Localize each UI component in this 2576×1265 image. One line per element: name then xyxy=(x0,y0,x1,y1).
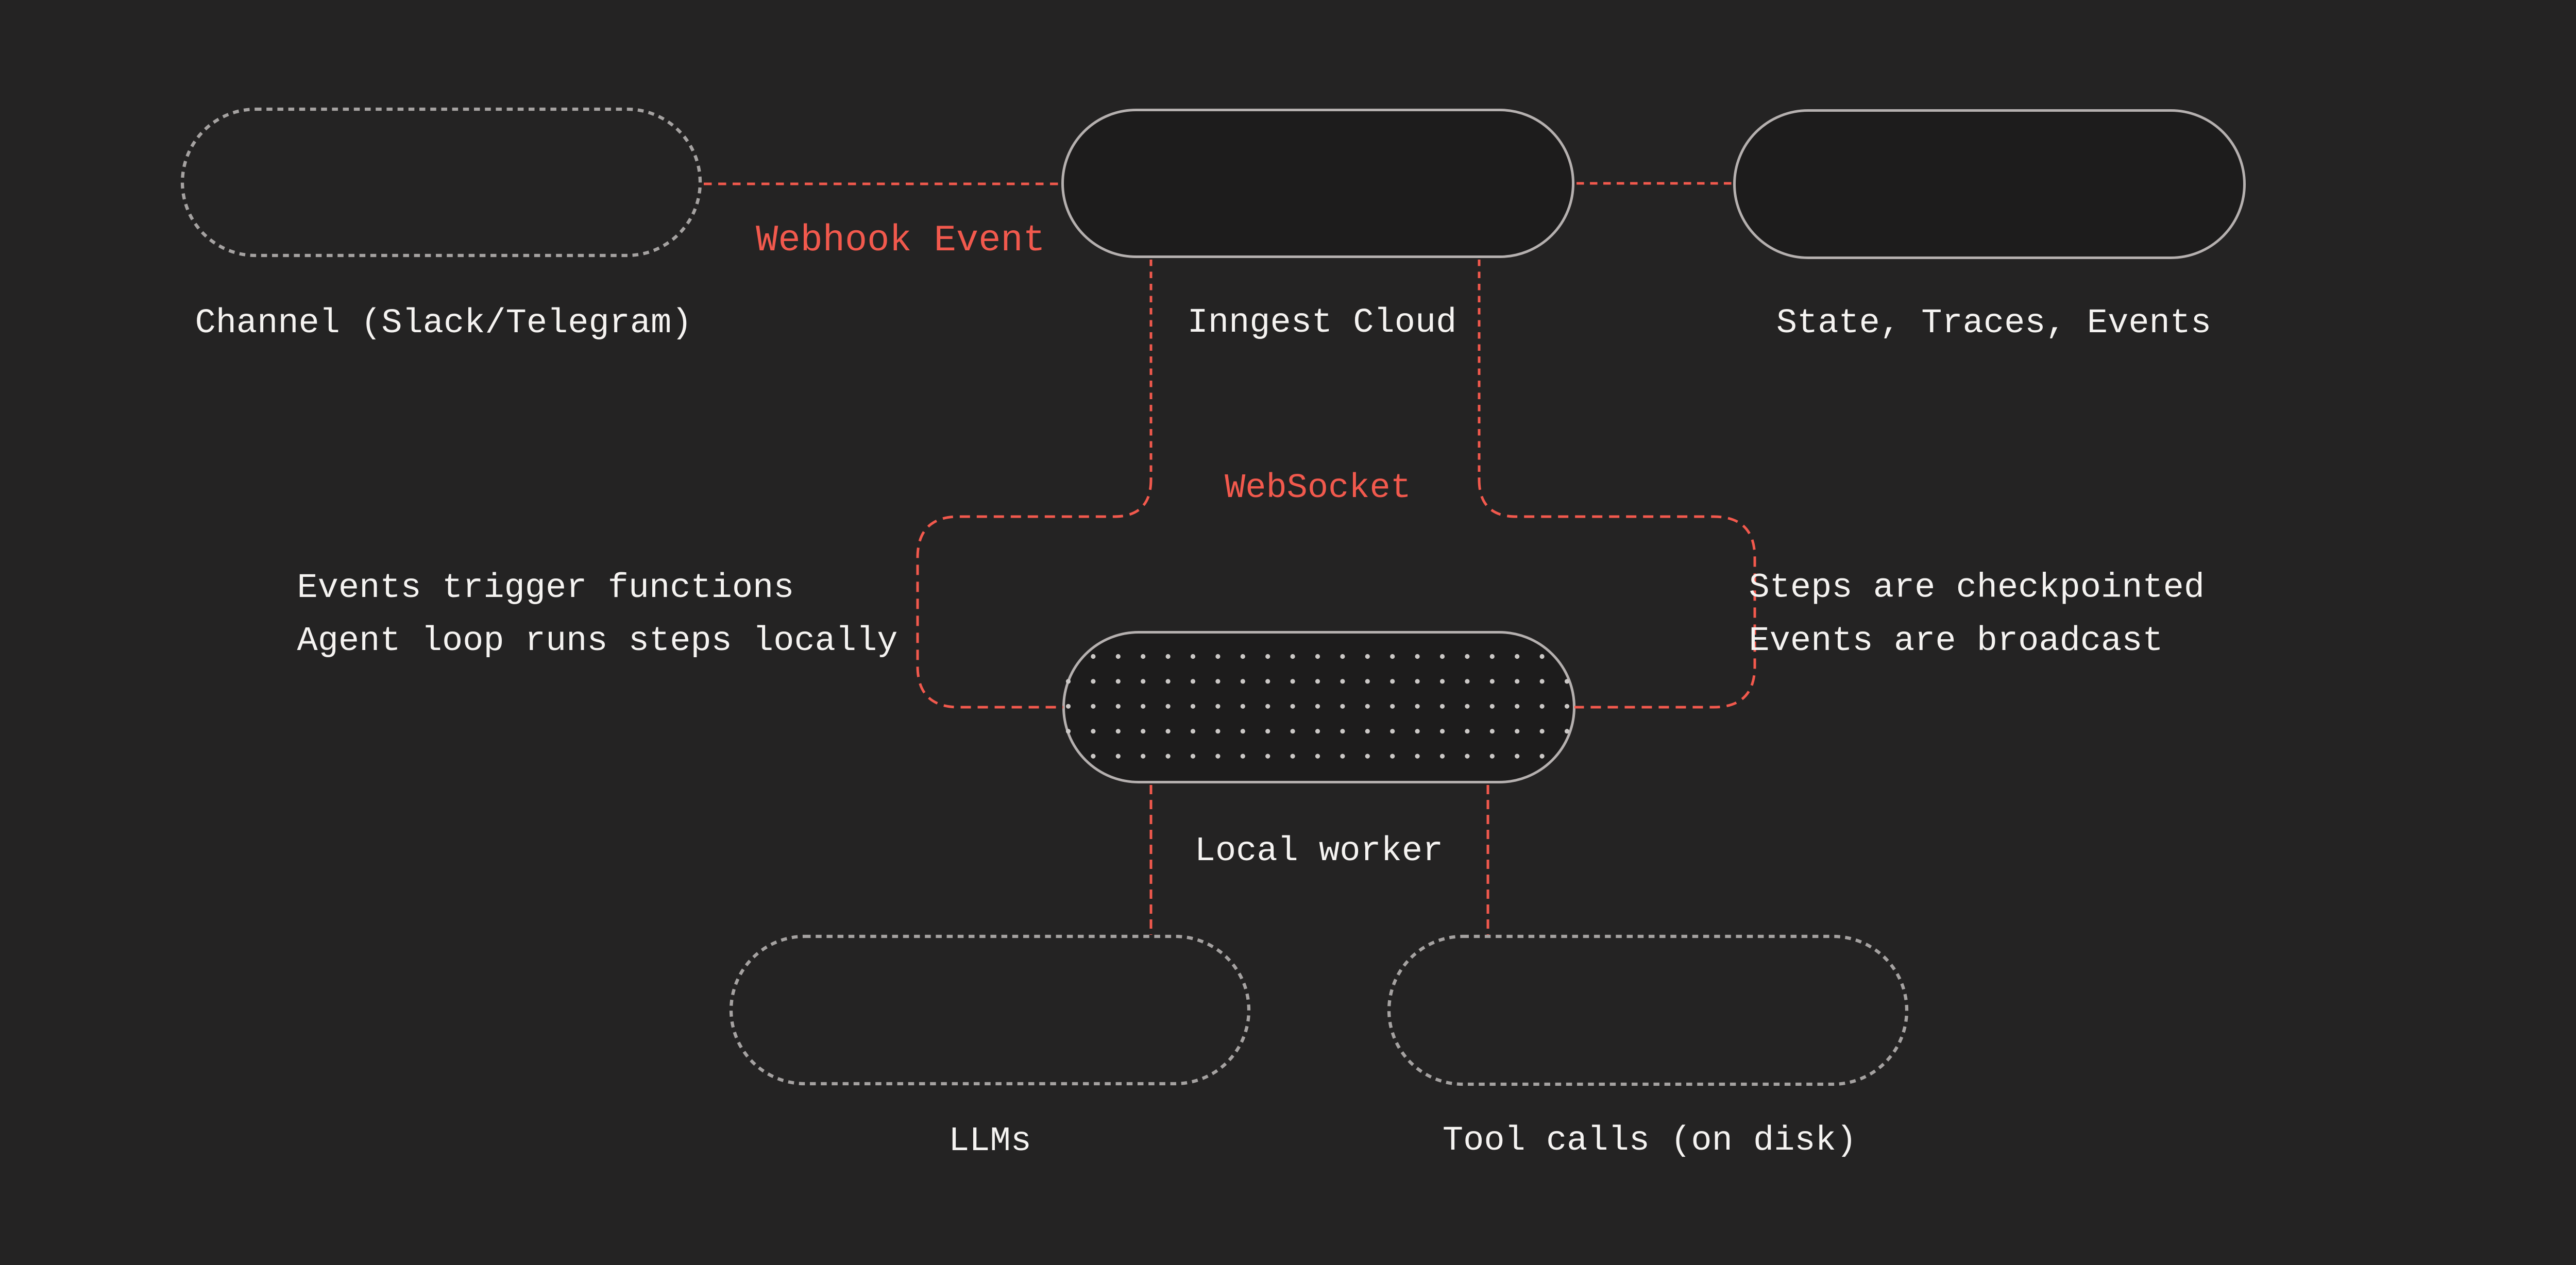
svg-text:Steps are checkpointed: Steps are checkpointed xyxy=(1749,569,2205,608)
svg-text:Agent loop runs steps locally: Agent loop runs steps locally xyxy=(297,622,898,661)
svg-text:Local worker: Local worker xyxy=(1195,832,1443,871)
svg-text:WebSocket: WebSocket xyxy=(1225,469,1411,508)
svg-text:Tool calls (on disk): Tool calls (on disk) xyxy=(1443,1121,1857,1160)
svg-text:Channel (Slack/Telegram): Channel (Slack/Telegram) xyxy=(195,304,692,343)
svg-text:Events are broadcast: Events are broadcast xyxy=(1749,622,2163,661)
svg-text:Inngest Cloud: Inngest Cloud xyxy=(1188,303,1457,343)
svg-text:LLMs: LLMs xyxy=(948,1122,1031,1161)
svg-text:Events trigger functions: Events trigger functions xyxy=(297,569,794,608)
svg-text:Webhook Event: Webhook Event xyxy=(756,219,1045,262)
svg-text:State, Traces, Events: State, Traces, Events xyxy=(1776,304,2211,343)
